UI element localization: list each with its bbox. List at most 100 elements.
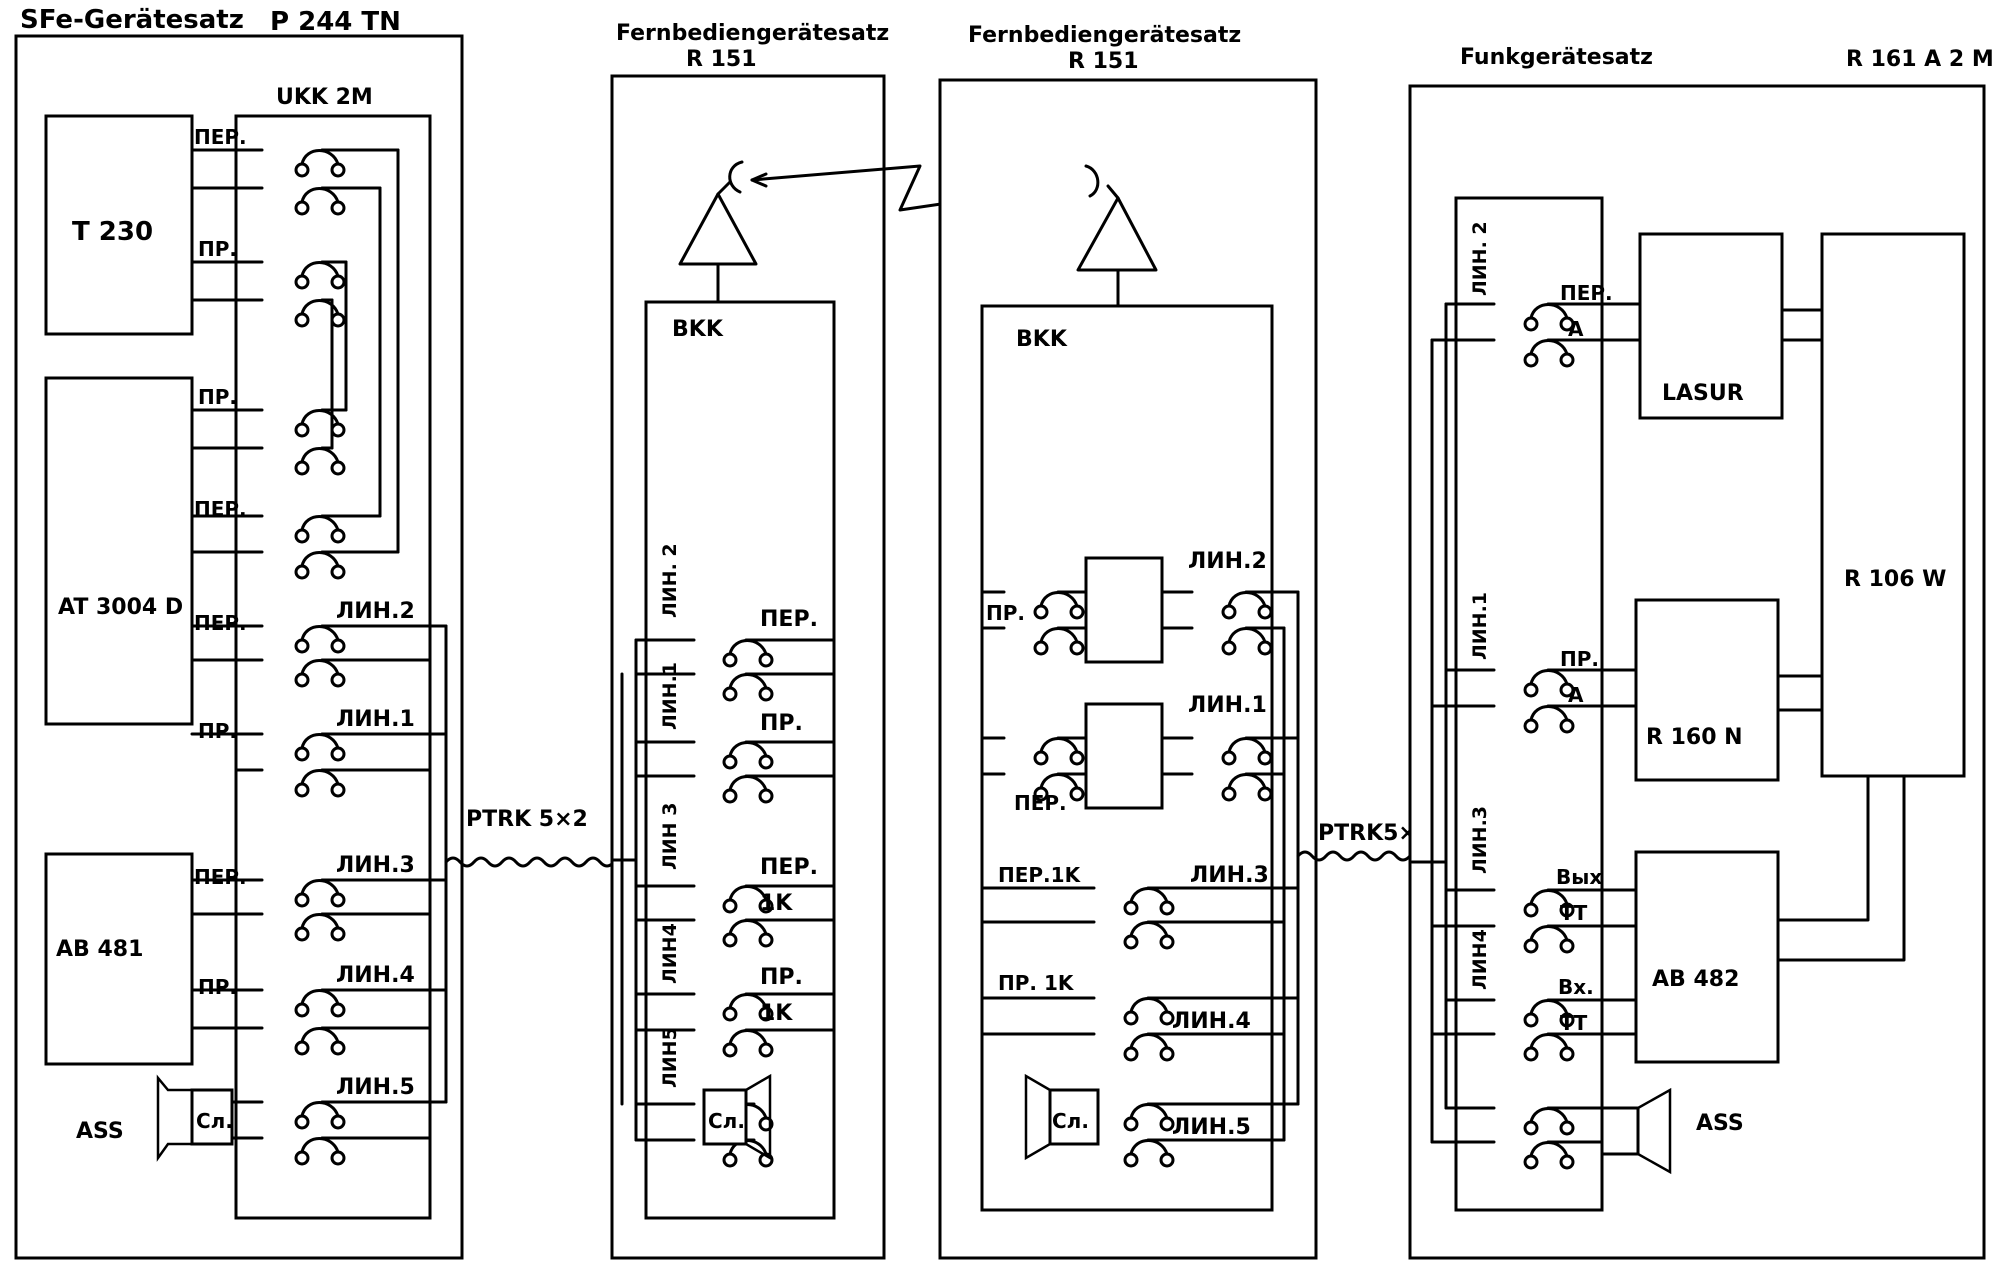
radio-labels: ПЕР. A ПР. A Вых ТТ Вх. ТТ ЛИН. 2 ЛИН.1 … — [1469, 221, 1613, 1035]
remote2-label-per: ПЕР. — [1014, 791, 1067, 815]
sfe-port-pr-3: ПР. — [198, 719, 237, 743]
remote2-label-lin4: ЛИН.4 — [1172, 1009, 1251, 1034]
remote2-label-pr: ПР. — [986, 601, 1025, 625]
device-ab481 — [44, 852, 194, 1066]
remote1-antenna-icon — [678, 160, 758, 304]
remote1-section: Fernbediengerätesatz R 151 BKK — [610, 21, 889, 1260]
remote1-vert-lin3: ЛИН 3 — [659, 803, 681, 870]
device-r160n — [1634, 598, 1780, 782]
sfe-wiring — [190, 148, 448, 1140]
radio-section: Funkgerätesatz R 161 A 2 M LASUR R 106 W… — [1408, 45, 1994, 1260]
remote1-model: R 151 — [686, 47, 757, 72]
remote1-speaker-label: Сл. — [708, 1109, 745, 1133]
remote2-label-lin3: ЛИН.3 — [1190, 863, 1269, 888]
device-lasur — [1638, 232, 1784, 420]
sfe-line-1: ЛИН.1 — [336, 707, 415, 732]
remote1-label-1k-b: 1K — [760, 1001, 793, 1026]
remote1-vert-lin2: ЛИН. 2 — [659, 543, 681, 618]
radio-title: Funkgerätesatz — [1460, 45, 1653, 70]
radio-vert-lin2: ЛИН. 2 — [1469, 221, 1491, 296]
remote2-label-pr1k: ПР. 1K — [998, 971, 1075, 995]
device-ab482-label: AB 482 — [1652, 967, 1739, 992]
remote1-labels: ПЕР. ПР. ПЕР. 1K ПР. 1K ЛИН. 2 ЛИН.1 ЛИН… — [659, 543, 818, 1088]
device-ab482 — [1634, 850, 1780, 1064]
remote1-vert-lin1: ЛИН.1 — [659, 662, 681, 730]
device-at3004d-label: AT 3004 D — [58, 595, 183, 620]
radio-vert-lin1: ЛИН.1 — [1469, 592, 1491, 660]
ukk-label: UKK 2M — [276, 85, 373, 110]
radio-label-a1: A — [1568, 317, 1584, 341]
radio-ass-label: ASS — [1696, 1111, 1744, 1136]
device-ab481-label: AB 481 — [56, 937, 143, 962]
device-t230 — [44, 114, 194, 336]
remote1-speaker-icon — [745, 1073, 772, 1161]
radio-vert-lin4: ЛИН4 — [1469, 929, 1491, 990]
remote1-speaker-body — [702, 1088, 748, 1146]
radio-label-vh: Вх. — [1558, 975, 1594, 999]
radio-speaker-icon — [1637, 1087, 1672, 1175]
radio-wiring — [1410, 302, 1906, 1144]
remote2-speaker-body — [1048, 1088, 1100, 1146]
remote1-vert-lin5: ЛИН5 — [659, 1027, 681, 1088]
remote1-label-1k-a: 1K — [760, 891, 793, 916]
remote1-label-per: ПЕР. — [760, 607, 818, 632]
remote2-wiring — [980, 590, 1300, 1142]
remote1-bkk-label: BKK — [672, 317, 724, 342]
remote1-title: Fernbediengerätesatz — [616, 21, 889, 46]
sfe-port-per-4: ПЕР. — [194, 865, 247, 889]
remote2-module-2 — [1084, 702, 1164, 810]
sfe-line-5: ЛИН.5 — [336, 1075, 415, 1100]
radio-model: R 161 A 2 M — [1846, 47, 1994, 72]
sfe-port-pr-2: ПР. — [198, 385, 237, 409]
remote1-label-pr4: ПР. — [760, 965, 803, 990]
radio-label-vyh: Вых — [1556, 865, 1602, 889]
device-at3004d — [44, 376, 194, 726]
sfe-section: SFe-Gerätesatz P 244 TN UKK 2M T 230 AT … — [14, 5, 464, 1260]
sfe-ass-label: ASS — [76, 1119, 124, 1144]
radio-label-tt2: ТТ — [1560, 1011, 1588, 1035]
sfe-speaker-body — [190, 1088, 234, 1146]
remote2-antenna-icon — [1076, 164, 1158, 308]
sfe-port-labels: ПЕР. ПР. ПР. ПЕР. ПЕР. ПР. ПЕР. ПР. ЛИН.… — [194, 125, 415, 1100]
sfe-line-4: ЛИН.4 — [336, 963, 415, 988]
sfe-line-3: ЛИН.3 — [336, 853, 415, 878]
remote2-model: R 151 — [1068, 49, 1139, 74]
remote2-label-per1k: ПЕР.1K — [998, 863, 1082, 887]
remote2-module-1 — [1084, 556, 1164, 664]
remote1-label-pr: ПР. — [760, 711, 803, 736]
remote2-label-lin2: ЛИН.2 — [1188, 549, 1267, 574]
device-t230-label: T 230 — [72, 217, 153, 247]
sfe-port-per-1: ПЕР. — [194, 125, 247, 149]
radio-label-per: ПЕР. — [1560, 281, 1613, 305]
sfe-model: P 244 TN — [270, 7, 401, 37]
device-r106w — [1820, 232, 1966, 778]
sfe-port-pr-4: ПР. — [198, 975, 237, 999]
remote2-label-lin5: ЛИН.5 — [1172, 1115, 1251, 1140]
remote2-title: Fernbediengerätesatz — [968, 23, 1241, 48]
radio-vert-lin3: ЛИН.3 — [1469, 806, 1491, 874]
remote1-label-per3: ПЕР. — [760, 855, 818, 880]
sfe-port-per-3: ПЕР. — [194, 611, 247, 635]
device-lasur-label: LASUR — [1662, 381, 1744, 406]
cable-1-label: PTRK 5×2 — [466, 807, 588, 832]
sfe-port-per-2: ПЕР. — [194, 497, 247, 521]
device-r106w-label: R 106 W — [1844, 567, 1946, 592]
remote2-speaker-label: Сл. — [1052, 1109, 1089, 1133]
remote2-section: Fernbediengerätesatz R 151 BKK — [938, 23, 1318, 1260]
radio-speaker-body — [1600, 1106, 1640, 1156]
remote2-labels: ЛИН.2 ПР. ЛИН.1 ПЕР. ПЕР.1K ЛИН.3 ПР. 1K… — [986, 549, 1269, 1140]
remote1-bkk-panel — [644, 300, 836, 1220]
remote2-bkk-label: BKK — [1016, 327, 1068, 352]
sfe-title: SFe-Gerätesatz — [20, 5, 244, 35]
remote1-vert-lin4: ЛИН4 — [659, 923, 681, 984]
sfe-speaker-label: Сл. — [196, 1109, 233, 1133]
device-r160n-label: R 160 N — [1646, 725, 1743, 750]
remote2-label-lin1: ЛИН.1 — [1188, 693, 1267, 718]
sfe-port-pr-1: ПР. — [198, 237, 237, 261]
sfe-line-2: ЛИН.2 — [336, 599, 415, 624]
radio-label-a2: A — [1568, 683, 1584, 707]
radio-label-pr: ПР. — [1560, 647, 1599, 671]
radio-label-tt1: ТТ — [1560, 901, 1588, 925]
